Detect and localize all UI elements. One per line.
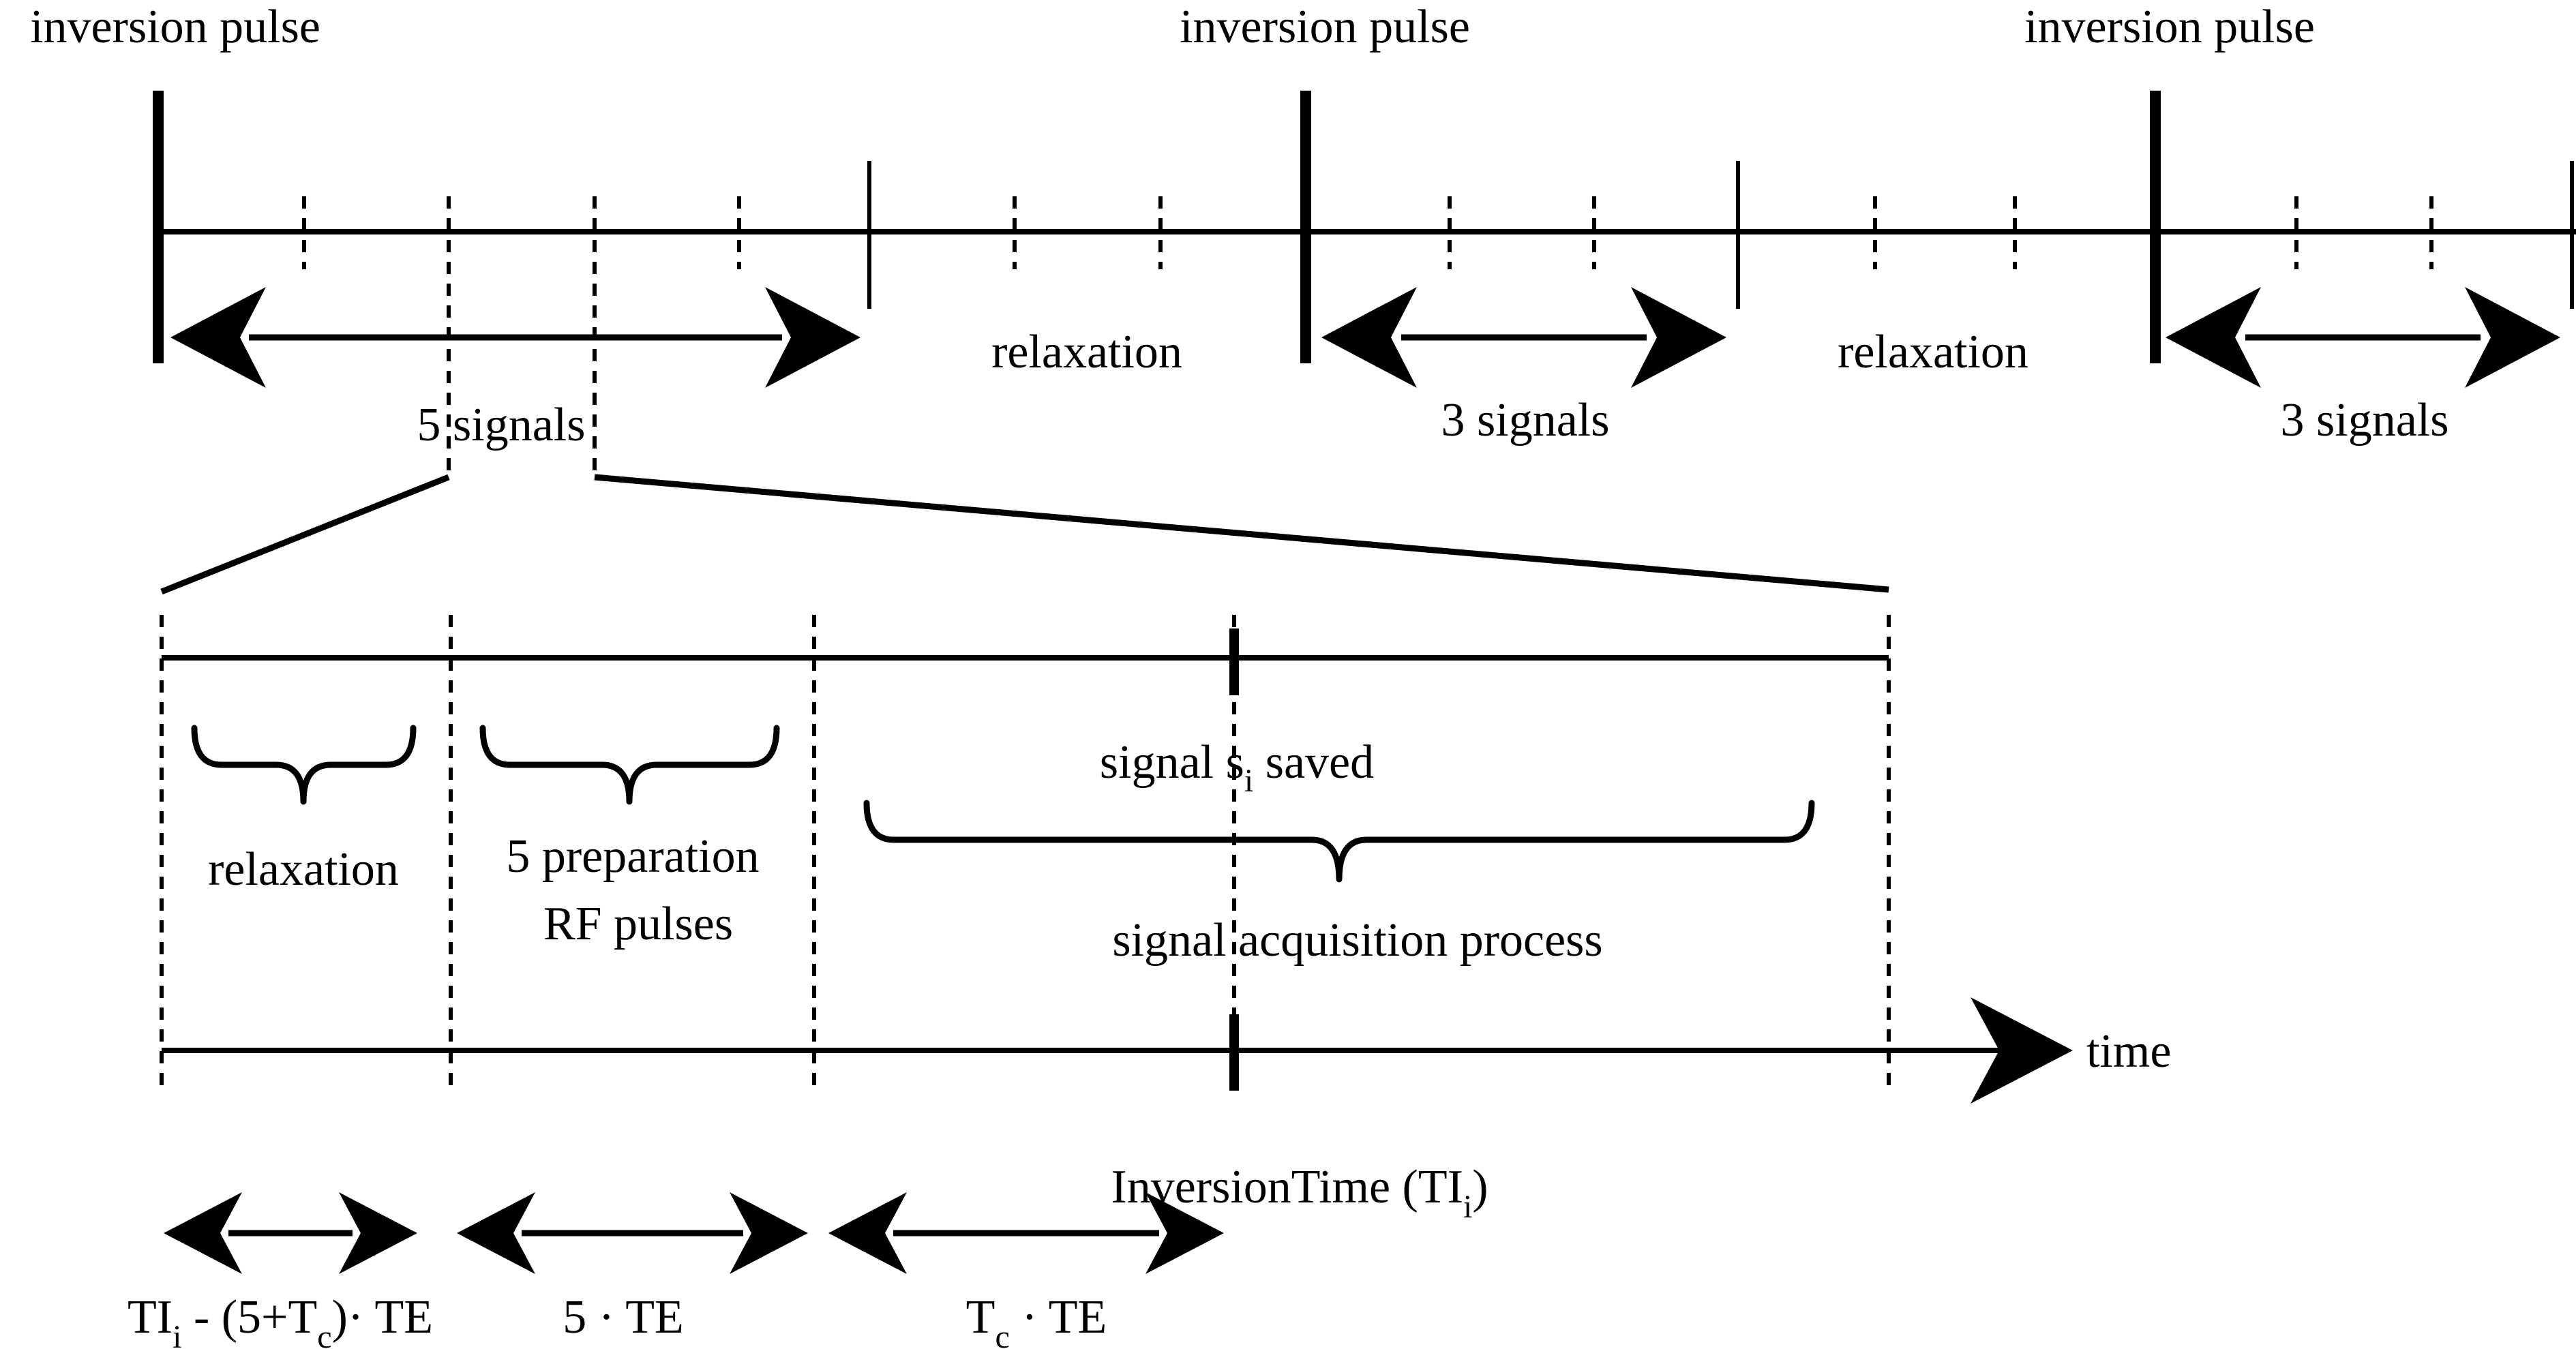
arrowhead-right-icon	[730, 1192, 808, 1274]
formula-part: - (5+T	[181, 1291, 317, 1344]
relaxation-label: relaxation	[1838, 326, 2028, 378]
arrowhead-left-icon	[170, 287, 266, 388]
signal-saved-subscript: i	[1244, 763, 1253, 799]
formula-part: · TE	[1010, 1291, 1107, 1344]
inversion-pulse-bars	[153, 91, 2161, 363]
arrowhead-left-icon	[457, 1192, 535, 1274]
inversion-time-suffix: )	[1472, 1161, 1488, 1213]
arrowhead-right-icon	[765, 287, 860, 388]
arrowhead-left-icon	[1321, 287, 1417, 388]
preparation-duration-formula: 5 · TE	[563, 1291, 684, 1344]
arrowhead-right-icon	[2465, 287, 2560, 388]
inversion-pulse-label: inversion pulse	[30, 1, 320, 53]
preparation-label-line1: 5 preparation	[506, 830, 759, 883]
arrowhead-left-icon	[164, 1192, 242, 1274]
inversion-time-subscript: i	[1463, 1189, 1472, 1225]
acquisition-duration-arrow	[828, 1192, 1224, 1274]
relaxation-brace-icon	[191, 725, 417, 805]
arrowhead-left-icon	[2166, 287, 2261, 388]
time-axis: time	[162, 997, 2171, 1104]
magnification-line-right	[594, 474, 1889, 593]
duration-formulas: TIi - (5+Tc)· TE 5 · TE Tc · TE	[128, 1291, 1107, 1349]
three-signals-label: 3 signals	[2281, 394, 2449, 446]
arrowhead-right-icon	[339, 1192, 417, 1274]
preparation-duration-arrow	[457, 1192, 808, 1274]
signal-saved-label: signal si saved	[1100, 736, 1374, 799]
five-signals-arrow	[170, 287, 860, 388]
formula-subscript: c	[995, 1319, 1009, 1349]
relaxation-duration-arrow	[164, 1192, 417, 1274]
preparation-label-line2: RF pulses	[543, 898, 733, 950]
arrowhead-left-icon	[828, 1192, 907, 1274]
formula-subscript: i	[173, 1319, 181, 1349]
time-axis-arrowhead-icon	[1971, 997, 2073, 1104]
signal-saved-prefix: signal s	[1100, 736, 1244, 789]
preparation-brace-icon	[479, 725, 780, 805]
formula-subscript: c	[317, 1319, 331, 1349]
formula-part: TI	[128, 1291, 173, 1344]
three-signals-arrow-1	[1321, 287, 1726, 388]
relaxation-label: relaxation	[991, 326, 1182, 378]
acquisition-label: signal acquisition process	[1112, 914, 1602, 967]
acquisition-duration-formula: Tc · TE	[966, 1291, 1107, 1349]
inversion-pulse-label: inversion pulse	[2024, 1, 2315, 53]
solid-ticks	[867, 161, 2574, 309]
five-signals-label: 5 signals	[417, 399, 586, 451]
detail-timeline: relaxation 5 preparation RF pulses signa…	[160, 615, 2171, 1225]
formula-part: T	[966, 1291, 995, 1344]
inversion-pulse-label: inversion pulse	[1180, 1, 1470, 53]
detail-dotted-boundaries	[160, 615, 1891, 1092]
magnification-lines	[160, 474, 1889, 595]
detail-relaxation-label: relaxation	[208, 843, 399, 896]
formula-part: )· TE	[332, 1291, 433, 1344]
arrowhead-right-icon	[1145, 1192, 1224, 1274]
three-signals-arrow-2	[2166, 287, 2560, 388]
dotted-ticks	[302, 196, 2433, 269]
duration-arrows	[164, 1192, 1224, 1274]
signal-saved-suffix: saved	[1253, 736, 1374, 789]
arrowhead-right-icon	[1631, 287, 1726, 388]
relaxation-duration-formula: TIi - (5+Tc)· TE	[128, 1291, 433, 1349]
inversion-time-prefix: InversionTime (TI	[1111, 1161, 1463, 1213]
acquisition-brace-icon	[863, 800, 1815, 883]
three-signals-label: 3 signals	[1441, 394, 1610, 446]
inversion-time-label: InversionTime (TIi)	[1111, 1161, 1488, 1225]
top-timeline: inversion pulse inversion pulse inversio…	[30, 1, 2576, 477]
time-axis-label: time	[2086, 1025, 2171, 1078]
magnification-line-left	[160, 474, 450, 595]
